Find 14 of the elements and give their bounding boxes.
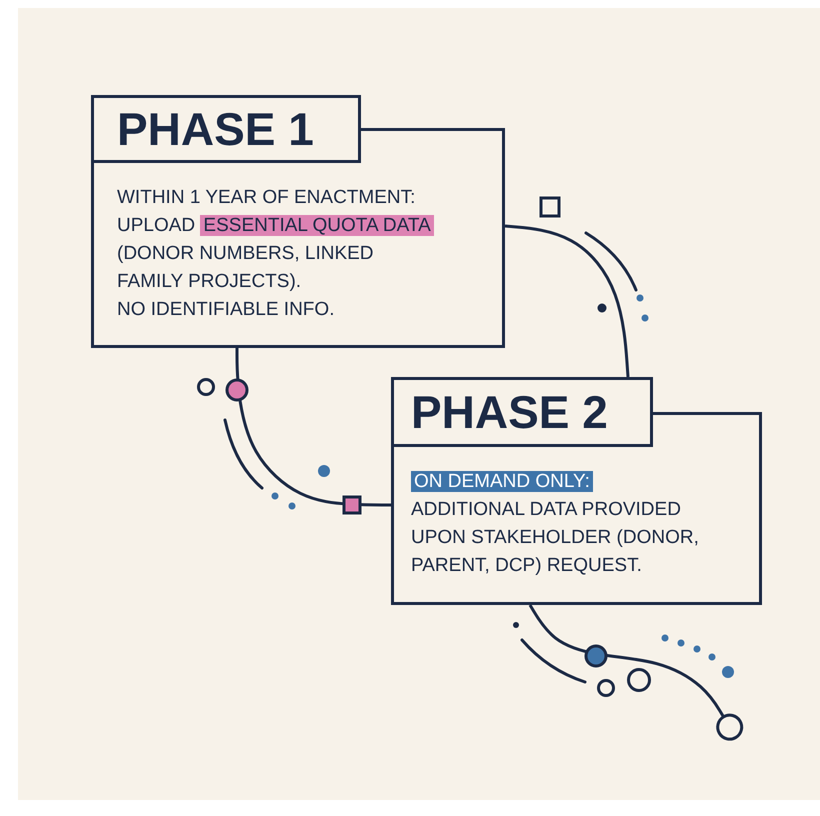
connector-line [236,348,391,506]
phase-card [391,377,762,605]
highlighted-text: ESSENTIAL QUOTA DATA [200,215,434,236]
phase-card [91,95,505,348]
body-text: UPLOAD [117,215,196,236]
phase-heading: PHASE 1 [117,106,314,152]
body-text: WITHIN 1 YEAR OF ENACTMENT: [117,187,416,208]
connector-line [528,604,744,741]
phase-heading: PHASE 2 [411,389,608,435]
body-text: ADDITIONAL DATA PROVIDED UPON STAKEHOLDER (DONOR, PARENT, DCP) REQUEST. [411,499,699,576]
connector-line [504,224,630,378]
highlighted-text: ON DEMAND ONLY: [411,471,593,492]
body-text: (DONOR NUMBERS, LINKED FAMILY PROJECTS). [117,243,374,292]
body-text: NO IDENTIFIABLE INFO. [117,299,334,320]
